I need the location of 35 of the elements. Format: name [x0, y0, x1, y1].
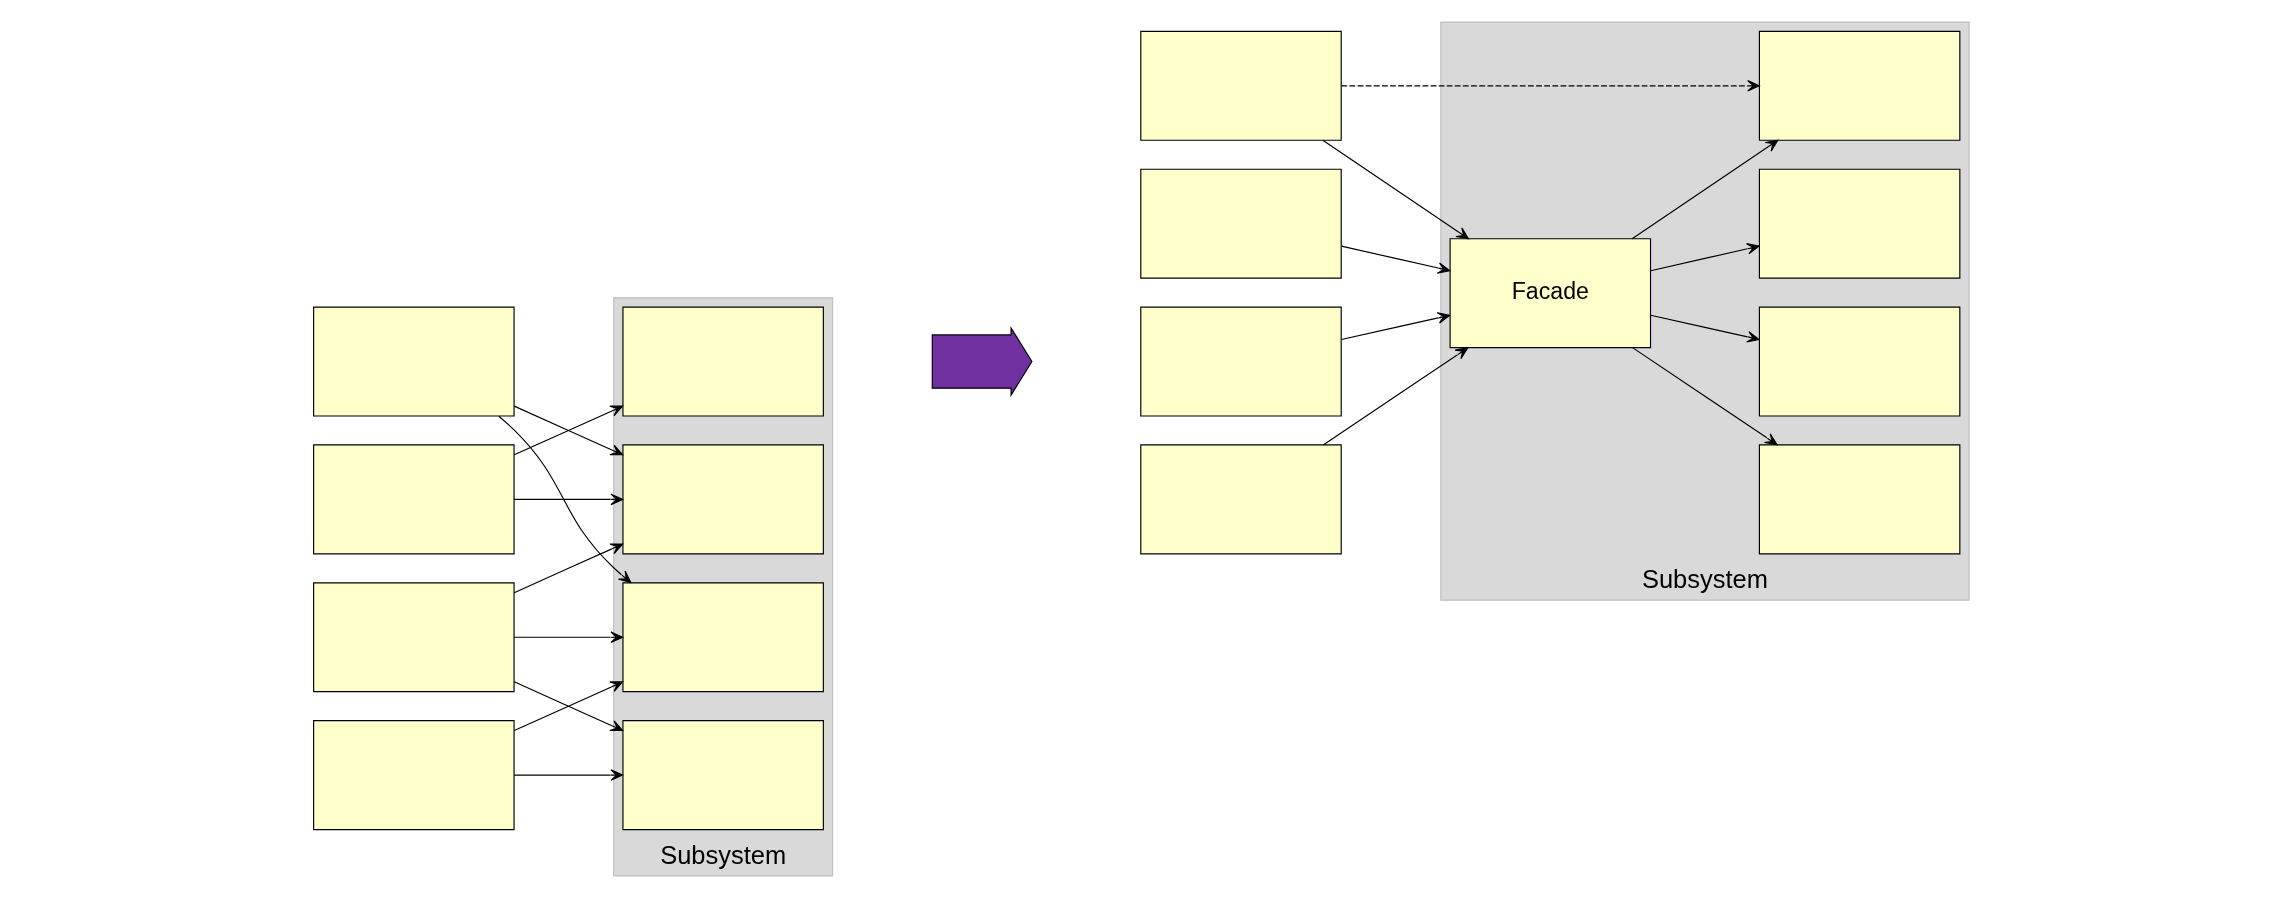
arrow [1340, 245, 1451, 274]
arrow [513, 769, 624, 781]
arrow [498, 415, 632, 584]
node-box [622, 306, 824, 417]
arrow [513, 493, 624, 506]
arrow [1322, 139, 1470, 240]
cluster: Subsystem [613, 297, 834, 877]
node-box [1140, 168, 1342, 279]
node-box [1758, 306, 1961, 417]
arrow [1650, 314, 1760, 343]
node-box [313, 720, 515, 831]
arrow [513, 681, 624, 732]
arrow [513, 405, 624, 456]
arrow [1650, 243, 1760, 272]
node-box [1140, 444, 1342, 555]
node-box [1758, 168, 1961, 279]
node-box [313, 444, 515, 555]
arrow [513, 543, 624, 594]
node-box [313, 582, 515, 693]
arrow [1340, 312, 1451, 340]
node-arrow [931, 325, 1033, 398]
arrow [1631, 139, 1779, 240]
node-box [1140, 30, 1342, 141]
arrow [1322, 347, 1469, 446]
node-box [622, 582, 824, 693]
node-box [1758, 30, 1961, 141]
node-box [1758, 444, 1961, 555]
node-box [313, 306, 515, 417]
node-box [622, 720, 824, 831]
node-box: Facade [1449, 238, 1652, 349]
arrow [1631, 347, 1778, 446]
node-box [1140, 306, 1342, 417]
arrow [513, 631, 624, 644]
node-box [622, 444, 824, 555]
arrow [1340, 80, 1760, 92]
